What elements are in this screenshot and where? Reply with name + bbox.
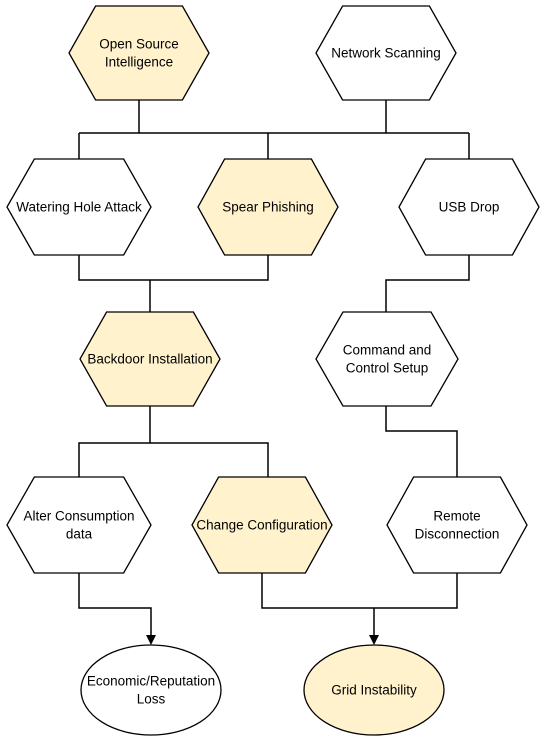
node-usb-drop-label: USB Drop [439, 200, 500, 215]
node-network-scanning-label: Network Scanning [331, 46, 441, 61]
node-backdoor: Backdoor Installation [79, 311, 221, 407]
node-alter-consumption-label: data [66, 527, 93, 542]
node-economic-loss-label: Economic/Reputation [87, 674, 215, 689]
node-grid-instability-label: Grid Instability [331, 683, 417, 698]
node-change-config-shape [191, 476, 333, 574]
node-remote-disconnection-shape [386, 476, 528, 574]
node-watering-hole-label: Watering Hole Attack [16, 200, 142, 215]
node-osint-label: Intelligence [105, 55, 173, 70]
connector-command_control-to-remote_disconnection [385, 406, 458, 477]
node-osint-label: Open Source [99, 37, 179, 52]
node-economic-loss-label: Loss [137, 692, 166, 707]
node-watering-hole: Watering Hole Attack [6, 158, 152, 256]
connector-watering_hole-spear_phishing-to-backdoor [78, 255, 269, 312]
node-change-config-label: Change Configuration [196, 518, 327, 533]
node-backdoor-shape [79, 311, 221, 407]
node-alter-consumption-label: Alter Consumption [23, 509, 134, 524]
connector-alter_consumption-to-economic_loss [78, 573, 156, 645]
node-usb-drop-shape [398, 158, 540, 256]
node-economic-loss-shape [80, 644, 222, 736]
node-spear-phishing: Spear Phishing [197, 158, 339, 256]
node-usb-drop: USB Drop [398, 158, 540, 256]
node-spear-phishing-shape [197, 158, 339, 256]
node-grid-instability: Grid Instability [303, 644, 445, 736]
connectors [78, 100, 470, 645]
node-spear-phishing-label: Spear Phishing [222, 200, 314, 215]
connector-osint-network_scanning-to-watering_hole-spear_phishing-usb_drop [78, 100, 470, 159]
node-remote-disconnection-label: Disconnection [415, 527, 500, 542]
node-osint-shape [68, 5, 210, 101]
node-network-scanning: Network Scanning [315, 5, 457, 101]
node-remote-disconnection-label: Remote [433, 509, 480, 524]
node-change-config: Change Configuration [191, 476, 333, 574]
connector-change_config-remote_disconnection-to-grid_instability [261, 573, 458, 643]
connector-usb_drop-to-command_control [385, 255, 470, 312]
node-network-scanning-shape [315, 5, 457, 101]
node-command-control-label: Command and [343, 343, 432, 358]
node-alter-consumption: Alter Consumption data [6, 476, 152, 574]
node-command-control-label: Control Setup [346, 361, 429, 376]
connector-backdoor-to-alter_consumption-change_config [78, 406, 269, 477]
node-command-control-shape [315, 311, 459, 407]
node-watering-hole-shape [6, 158, 152, 256]
node-grid-instability-shape [303, 644, 445, 736]
node-backdoor-label: Backdoor Installation [87, 352, 212, 367]
node-alter-consumption-shape [6, 476, 152, 574]
